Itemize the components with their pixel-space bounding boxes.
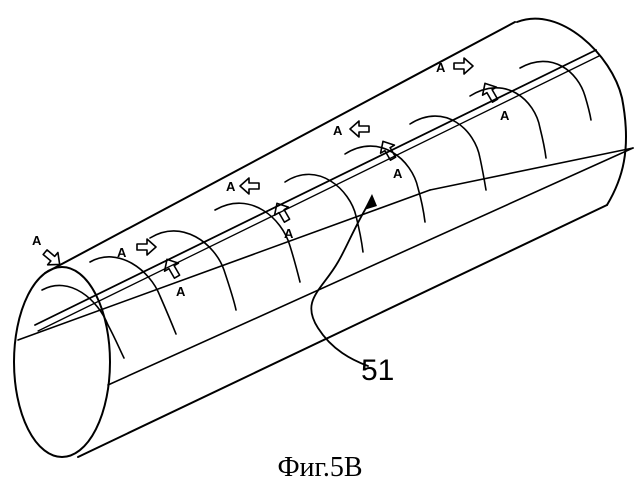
arrow-marker	[454, 58, 473, 74]
flow-label: A	[436, 60, 446, 75]
leader-arrowhead	[364, 194, 377, 210]
figure-caption: Фиг.5В	[0, 452, 640, 484]
reference-numeral: 51	[361, 354, 394, 387]
arrow-marker	[137, 239, 156, 255]
cut-plane-right	[108, 148, 633, 385]
arrow-marker	[160, 255, 184, 280]
arrow-marker	[240, 178, 259, 194]
flow-label: A	[226, 179, 236, 194]
flow-label: A	[32, 233, 42, 248]
flow-label: A	[333, 123, 343, 138]
helical-lines	[42, 61, 591, 358]
cut-plane-left	[18, 190, 430, 340]
flow-label: A	[393, 166, 403, 181]
flow-label: A	[176, 284, 186, 299]
arrow-marker	[350, 121, 369, 137]
flow-labels: A A A A A A A A A	[32, 60, 510, 299]
bottom-edge	[78, 205, 607, 457]
flow-label: A	[117, 245, 127, 260]
arrow-marker	[478, 79, 502, 104]
cut-plane-far	[430, 148, 633, 190]
flow-label: A	[500, 108, 510, 123]
flow-label: A	[284, 226, 294, 241]
